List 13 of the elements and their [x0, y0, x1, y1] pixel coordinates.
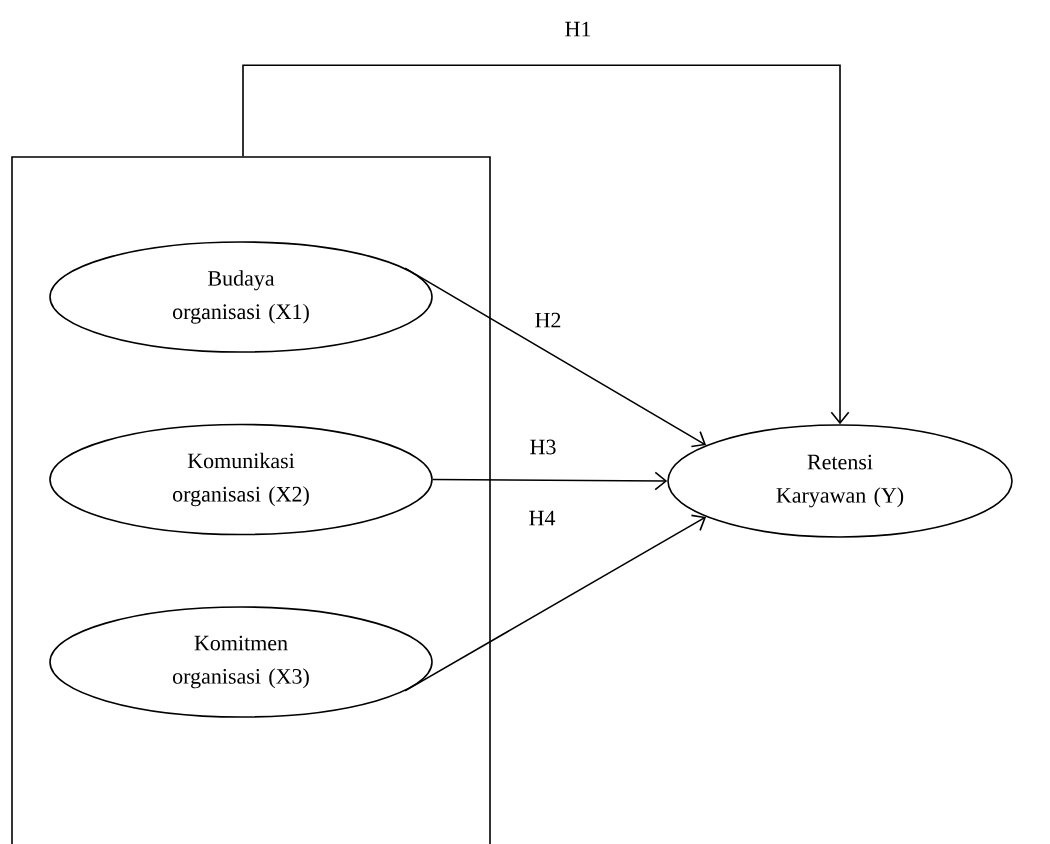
- ellipse-node: Komunikasi organisasi (X2): [49, 423, 433, 536]
- ellipse-node: Budaya organisasi (X1): [49, 241, 433, 353]
- arrow: [404, 514, 707, 692]
- open-frame: [11, 156, 491, 844]
- ellipse-node: Retensi Karyawan (Y): [667, 424, 1013, 538]
- ellipse-node: Komitmen organisasi (X3): [49, 606, 433, 718]
- edge-label: H1: [563, 20, 593, 38]
- arrow: [432, 471, 668, 491]
- edge-label: H4: [527, 509, 557, 527]
- arrow: [242, 64, 850, 425]
- arrow: [404, 267, 707, 448]
- edge-label: H2: [533, 311, 563, 329]
- edge-label: H3: [528, 438, 558, 456]
